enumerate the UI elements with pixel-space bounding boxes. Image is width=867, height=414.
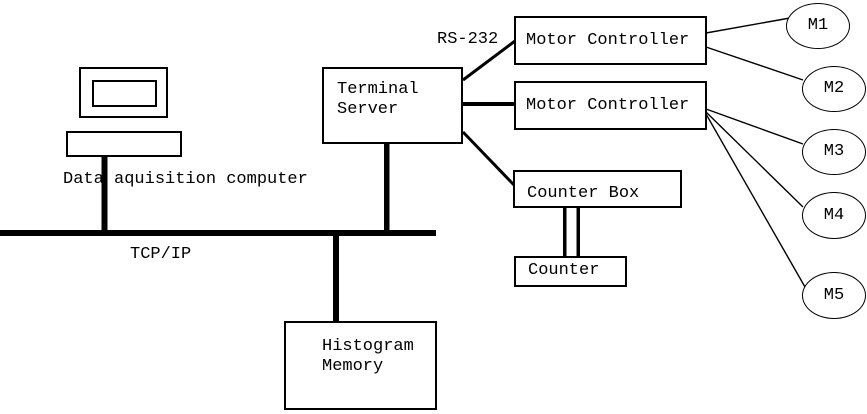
counter-node: Counter	[514, 256, 627, 287]
histogram-memory-label-line2: Memory	[322, 357, 384, 376]
motor-m1-label: M1	[807, 16, 829, 35]
motor-controller-bottom-to-m5-line	[705, 113, 806, 288]
motor-m2-label: M2	[823, 79, 845, 98]
computer-caption: Data aquisition computer	[63, 170, 308, 189]
terminal-server-label-line2: Server	[337, 100, 399, 119]
motor-controller-top-label: Motor Controller	[526, 30, 690, 50]
motor-controller-bottom-to-m3-line	[705, 108, 804, 145]
motor-controller-bottom-label: Motor Controller	[526, 95, 690, 115]
motor-controller-bottom-to-m4-line	[705, 111, 804, 208]
terminal-server-node: Terminal Server	[322, 67, 463, 144]
motor-node-m4: M4	[802, 192, 866, 239]
motor-node-m5: M5	[802, 272, 866, 319]
histogram-memory-node: Histogram Memory	[284, 321, 437, 410]
tcpip-bus-label: TCP/IP	[130, 245, 192, 264]
counter-box-node: Counter Box	[513, 170, 682, 208]
histogram-memory-label-line1: Histogram	[322, 337, 414, 356]
motor-node-m3: M3	[802, 129, 866, 175]
terminal-server-to-counter-box-line	[461, 130, 516, 187]
computer-keyboard-icon	[66, 131, 182, 157]
terminal-server-label-line1: Terminal	[337, 80, 419, 99]
motor-controller-top-to-m2-line	[705, 46, 804, 81]
computer-screen-icon	[92, 80, 157, 107]
rs232-label: RS-232	[437, 30, 499, 49]
computer-monitor-icon	[79, 67, 168, 118]
motor-controller-bottom-node: Motor Controller	[514, 81, 707, 130]
motor-node-m2: M2	[802, 66, 866, 112]
motor-m4-label: M4	[823, 205, 845, 225]
motor-m5-label: M5	[823, 285, 845, 305]
counter-box-label: Counter Box	[527, 184, 640, 203]
counter-label: Counter	[528, 261, 600, 280]
terminal-server-to-motor-controller-top-line	[462, 39, 516, 82]
motor-m3-label: M3	[823, 142, 845, 161]
motor-controller-top-node: Motor Controller	[514, 16, 707, 65]
motor-controller-top-to-m1-line	[705, 17, 791, 34]
motor-node-m1: M1	[786, 3, 850, 49]
